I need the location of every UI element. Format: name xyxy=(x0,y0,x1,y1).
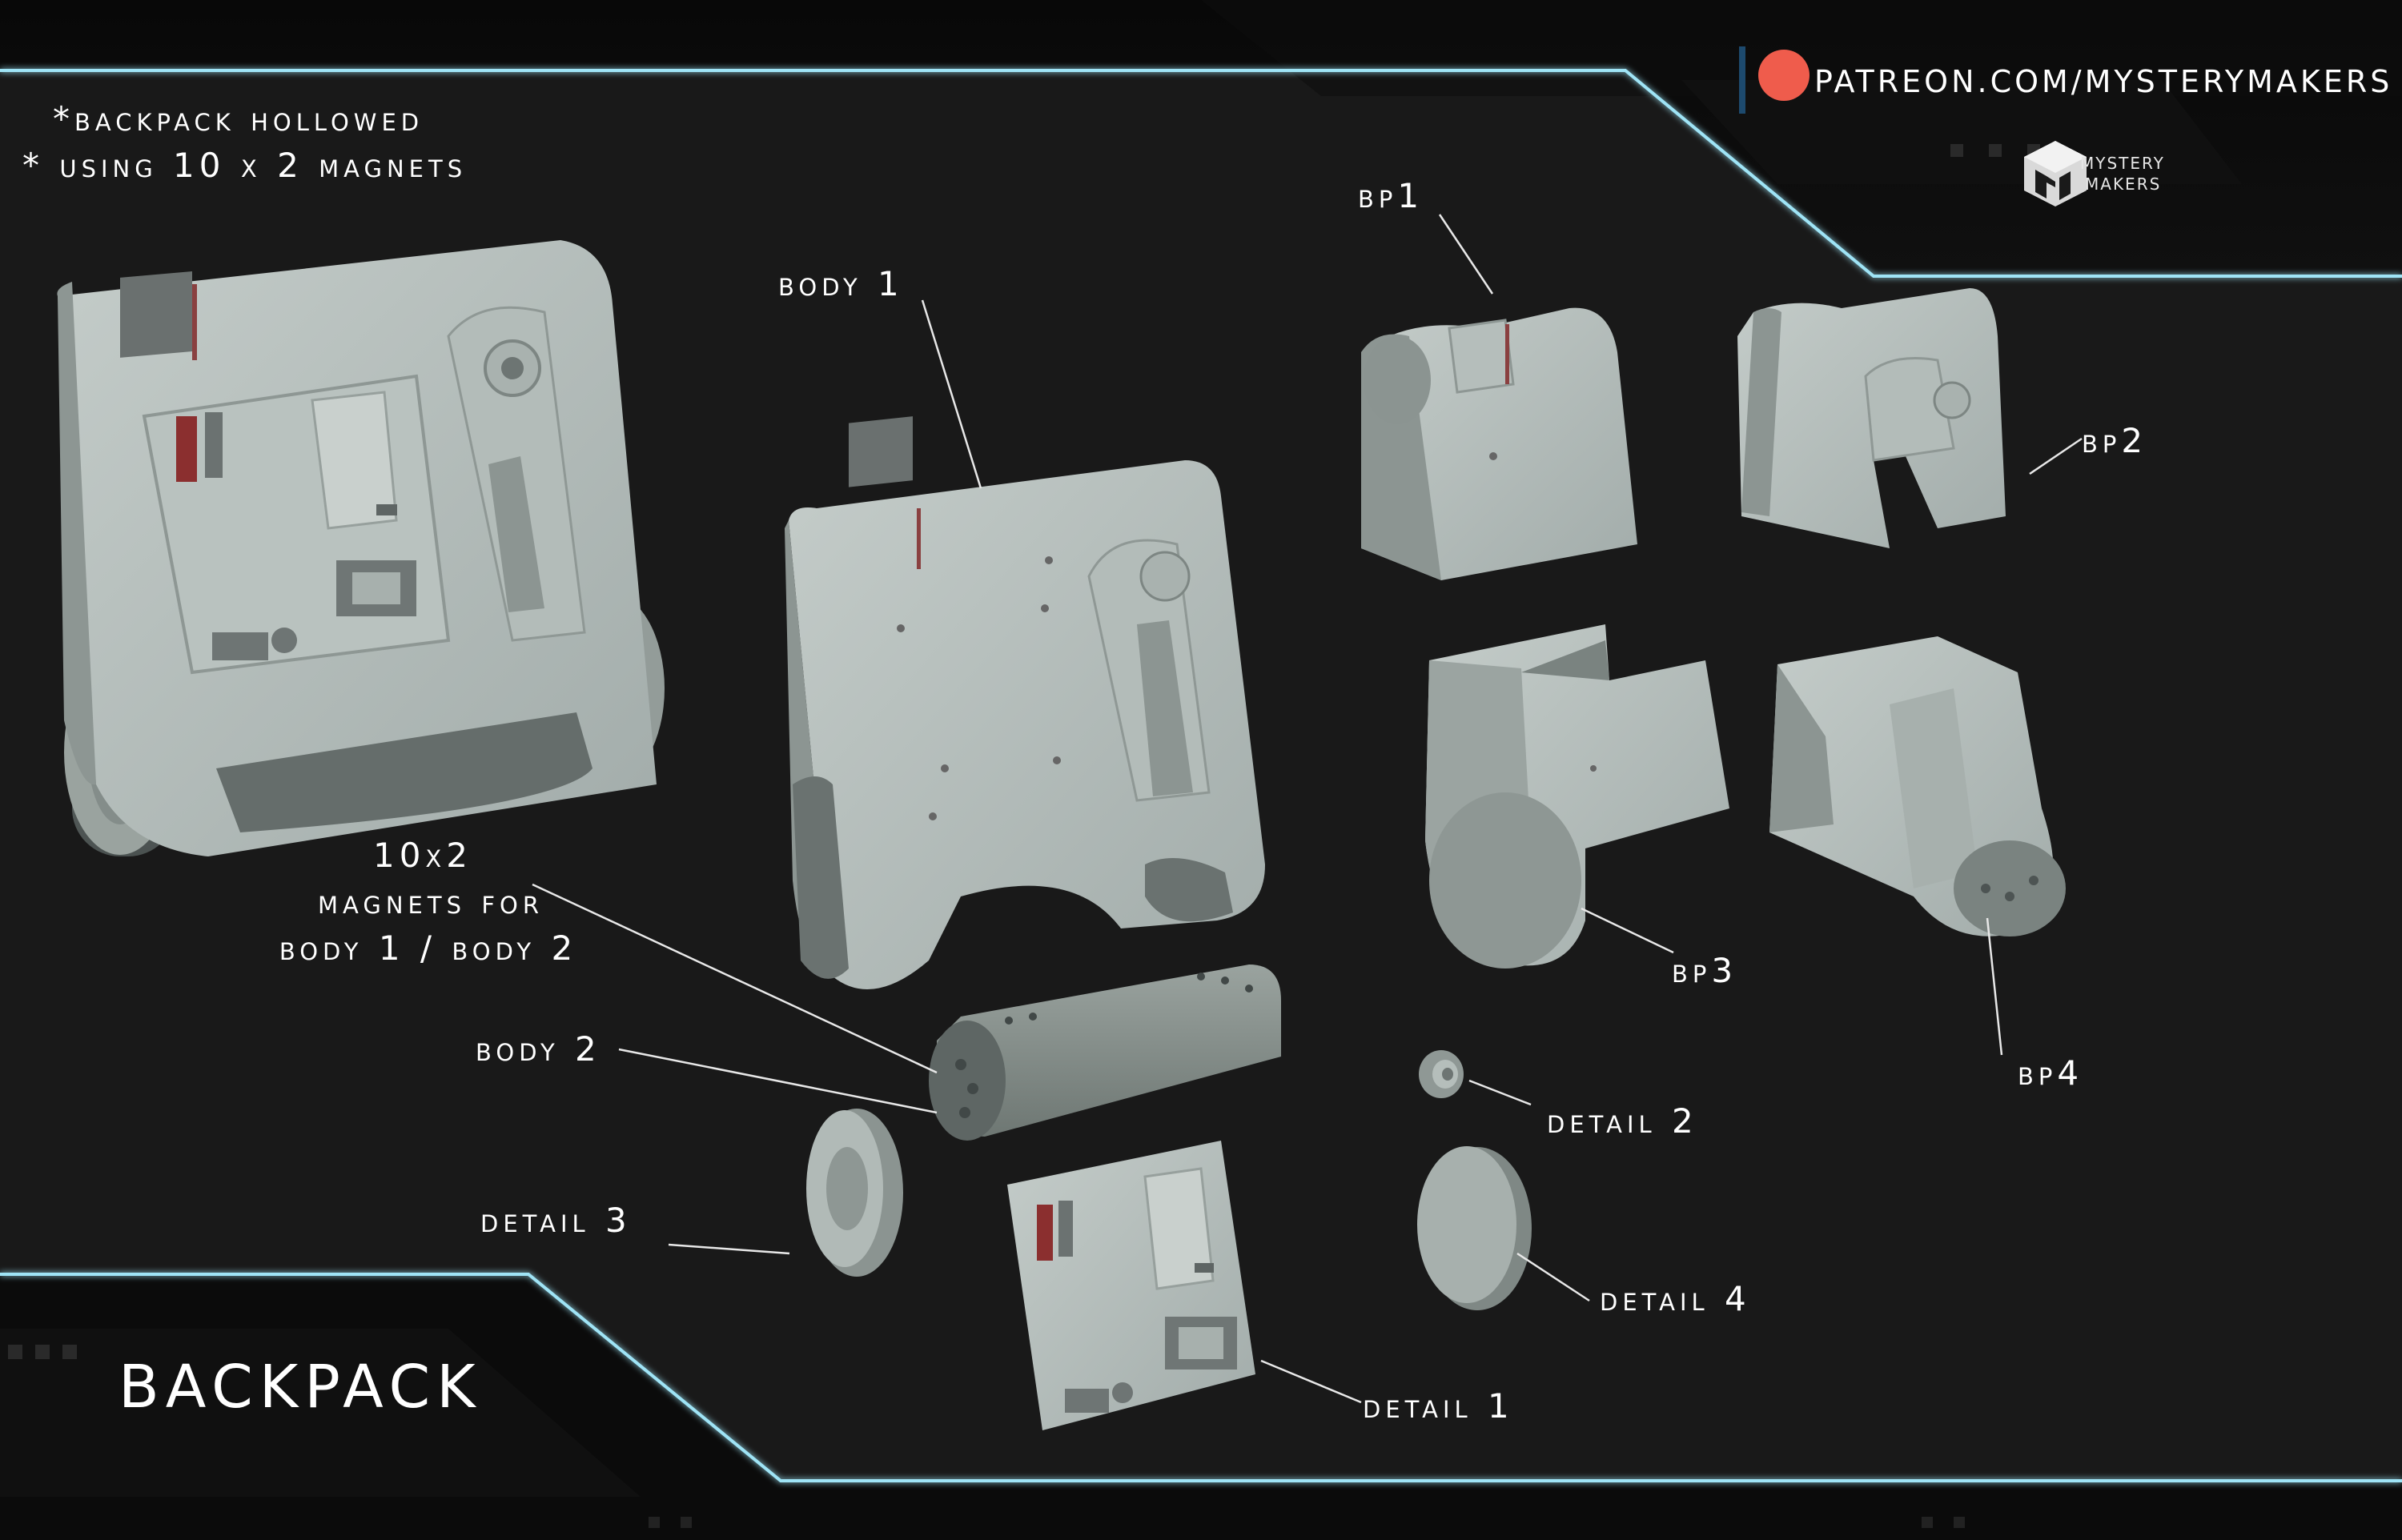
label-detail-1: DETAIL 1 xyxy=(1363,1386,1514,1426)
label-bp3: BP3 xyxy=(1672,951,1738,990)
bottom-accent-line xyxy=(0,1273,2402,1482)
label-bp1: BP1 xyxy=(1358,176,1424,215)
patreon-url: PATREON.COM/MYSTERYMAKERS xyxy=(1814,64,2393,99)
note-backpack-hollowed: *BACKPACK HOLLOWED xyxy=(53,99,424,138)
label-magnets-for: MAGNETS FOR xyxy=(318,882,544,921)
patreon-icon xyxy=(1758,50,1810,101)
label-body-2: BODY 2 xyxy=(476,1029,601,1069)
label-detail-4: DETAIL 4 xyxy=(1600,1279,1751,1318)
label-detail-2: DETAIL 2 xyxy=(1547,1101,1698,1141)
label-magnets-count: 10x2 xyxy=(372,836,473,875)
label-magnets-body: BODY 1 / BODY 2 xyxy=(279,928,578,968)
top-accent-line xyxy=(0,69,2402,278)
page-title: BACKPACK xyxy=(118,1353,482,1422)
mystery-makers-logo-icon xyxy=(2024,141,2087,207)
patreon-accent-bar xyxy=(1739,46,1745,114)
label-bp4: BP4 xyxy=(2018,1053,2084,1093)
label-bp2: BP2 xyxy=(2082,421,2148,460)
label-body-1: BODY 1 xyxy=(778,264,904,303)
label-detail-3: DETAIL 3 xyxy=(480,1201,632,1240)
logo-word-mystery: MYSTERY xyxy=(2080,154,2165,173)
note-magnets: * USING 10 x 2 MAGNETS xyxy=(22,146,468,185)
logo-word-makers: MAKERS xyxy=(2085,174,2162,194)
